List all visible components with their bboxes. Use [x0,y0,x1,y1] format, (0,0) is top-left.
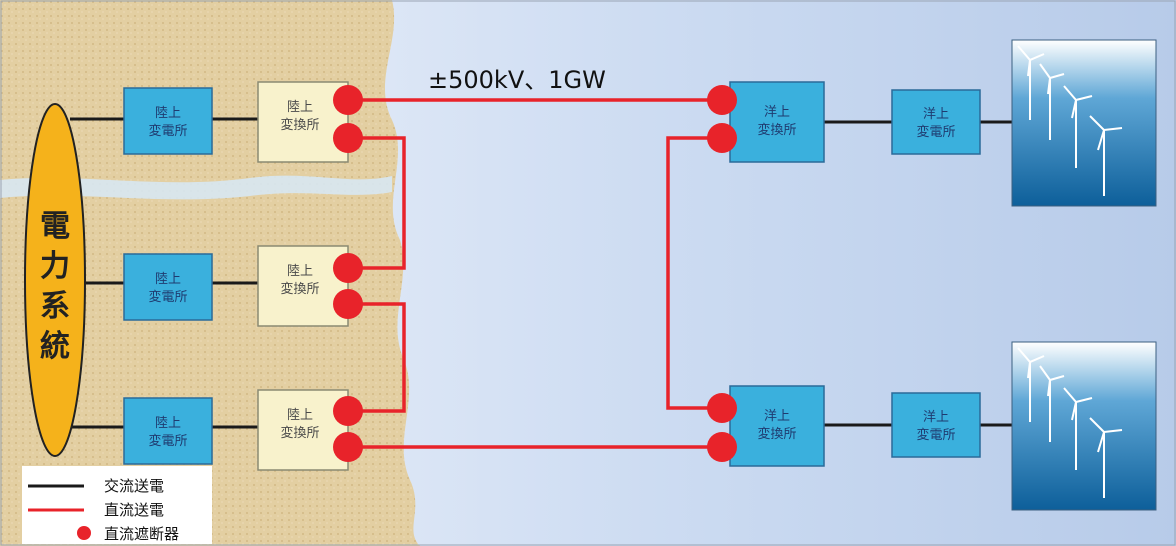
svg-text:陸上: 陸上 [287,99,313,115]
svg-text:洋上: 洋上 [764,105,790,120]
wind-farm-top [1012,40,1156,206]
dc-breaker [333,85,363,115]
svg-text:変電所: 変電所 [148,433,187,449]
offshore-converter-bottom: 洋上 変換所 [730,386,824,466]
svg-text:変換所: 変換所 [280,117,319,133]
grid-char-3: 系 [40,289,70,324]
svg-text:変電所: 変電所 [916,427,955,443]
legend-dc-label: 直流送電 [104,501,164,519]
svg-text:変換所: 変換所 [280,425,319,441]
offshore-substation-bottom: 洋上 変電所 [892,393,980,457]
grid-char-1: 電 [40,209,70,244]
rating-label: ±500kV、1GW [428,66,606,94]
svg-text:陸上: 陸上 [287,263,313,279]
dc-breaker [707,432,737,462]
dc-breaker [333,253,363,283]
svg-text:変換所: 変換所 [757,426,796,442]
svg-text:陸上: 陸上 [155,415,181,431]
power-grid: 電 力 系 統 [25,104,85,456]
legend: 交流送電 直流送電 直流遮断器 [22,466,212,544]
dc-breaker [333,289,363,319]
onshore-substation-top: 陸上 変電所 [124,88,212,154]
svg-text:変電所: 変電所 [148,123,187,139]
legend-ac-label: 交流送電 [104,477,164,495]
grid-char-4: 統 [40,329,70,364]
svg-text:陸上: 陸上 [155,271,181,287]
wind-farm-bottom [1012,342,1156,510]
svg-text:変換所: 変換所 [757,122,796,138]
offshore-substation-top: 洋上 変電所 [892,90,980,154]
dc-breaker [333,396,363,426]
svg-text:変電所: 変電所 [148,289,187,305]
dc-breaker [707,85,737,115]
svg-text:陸上: 陸上 [155,105,181,121]
onshore-substation-bottom: 陸上 変電所 [124,398,212,464]
dc-breaker [707,393,737,423]
svg-text:洋上: 洋上 [764,409,790,424]
grid-char-2: 力 [40,249,70,284]
offshore-converter-top: 洋上 変換所 [730,82,824,162]
legend-breaker-label: 直流遮断器 [104,525,179,543]
dc-breaker [333,123,363,153]
onshore-converter-middle: 陸上 変換所 [258,246,348,326]
dc-breaker [707,123,737,153]
onshore-substation-middle: 陸上 変電所 [124,254,212,320]
svg-text:変換所: 変換所 [280,281,319,297]
svg-text:変電所: 変電所 [916,124,955,140]
svg-text:陸上: 陸上 [287,407,313,423]
dc-breaker [333,432,363,462]
svg-text:洋上: 洋上 [923,107,949,122]
svg-text:洋上: 洋上 [923,410,949,425]
onshore-converter-bottom: 陸上 変換所 [258,390,348,470]
